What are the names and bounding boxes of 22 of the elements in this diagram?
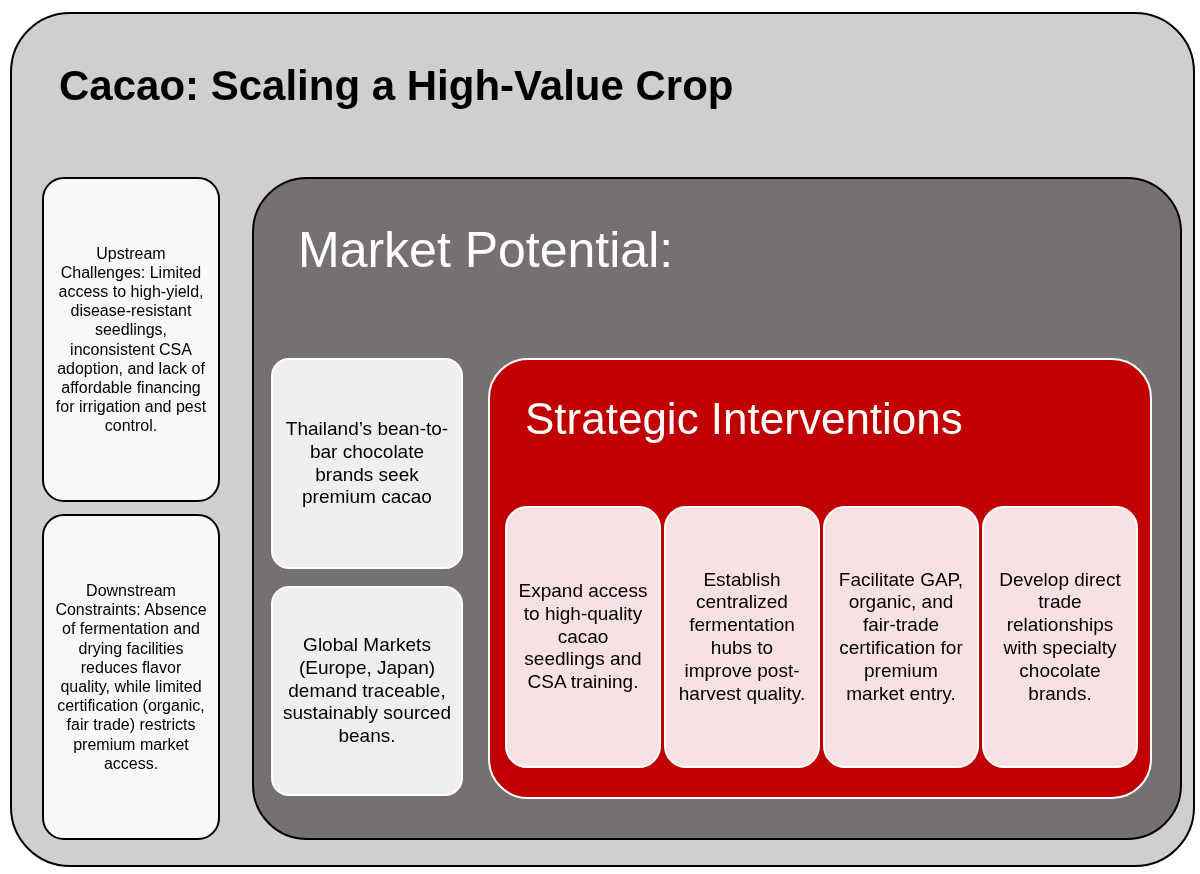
panel-heading: Cacao: Scaling a High-Value Crop bbox=[59, 62, 734, 110]
intervention-text: Develop direct trade relationships with specialty chocolate brands. bbox=[998, 568, 1122, 706]
intervention-text: Facilitate GAP, organic, and fair-trade certification for premium market entry. bbox=[837, 568, 965, 706]
outer-panel bbox=[10, 12, 1195, 867]
intervention-box bbox=[982, 506, 1138, 768]
interventions-panel bbox=[488, 358, 1152, 799]
challenge-box bbox=[42, 514, 220, 840]
intervention-text: Establish centralized fermentation hubs to improve post-harvest quality. bbox=[677, 568, 807, 706]
panel-heading: Market Potential: bbox=[298, 221, 674, 279]
market-text: Thailand’s bean-to-bar chocolate brands seek premium cacao bbox=[284, 417, 450, 510]
challenge-box bbox=[42, 177, 220, 502]
challenge-text: Upstream Challenges: Limited access to high-yield, disease-resistant seedlings, inconsistent CSA adoption, and lack of affordable financing for irrigation and pest control. bbox=[54, 243, 208, 436]
market-box bbox=[271, 586, 463, 796]
intervention-box bbox=[823, 506, 979, 768]
challenge-text: Downstream Constraints: Absence of fermentation and drying facilities reduces flavor quality, while limited certification (organic, fair trade) restricts premium market access. bbox=[54, 581, 208, 773]
intervention-text: Expand access to high-quality cacao seedlings and CSA training. bbox=[517, 580, 649, 694]
market-box bbox=[271, 358, 463, 569]
intervention-box bbox=[664, 506, 820, 768]
panel-heading: Strategic Interventions bbox=[525, 394, 963, 444]
market-text: Global Markets (Europe, Japan) demand traceable, sustainably sourced beans. bbox=[283, 634, 451, 748]
intervention-box bbox=[505, 506, 661, 768]
market-panel bbox=[252, 177, 1182, 840]
